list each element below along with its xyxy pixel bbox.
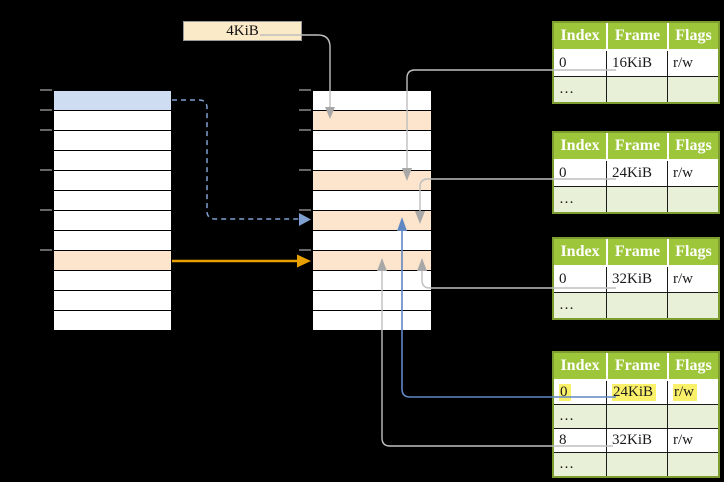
index-cell: … [559, 408, 574, 424]
column-header-index: Index [560, 27, 600, 44]
virtual-memory-row [54, 291, 171, 311]
column-header-flags: Flags [667, 353, 718, 379]
highlighted-value: 0 [559, 384, 571, 401]
physical-memory-row [313, 131, 431, 151]
column-header-flags: Flags [667, 23, 718, 49]
column-header-flags: Flags [667, 239, 718, 265]
virtual-memory-row [54, 251, 171, 271]
page-table-entry-row: 0 24KiB r/w [554, 381, 718, 404]
flags-cell [667, 405, 718, 428]
flags-cell [667, 453, 718, 476]
flags-cell: r/w [667, 381, 718, 404]
virtual-memory-row [54, 151, 171, 171]
frame-cell [606, 187, 667, 212]
physical-memory-row [313, 231, 431, 251]
virtual-memory-row [54, 311, 171, 330]
page-size-label: 4KiB [183, 21, 302, 41]
arrowhead-right-icon [297, 254, 311, 268]
physical-memory-row [313, 271, 431, 291]
physical-memory-row [313, 151, 431, 171]
flags-cell [667, 293, 718, 318]
index-cell: 0 [559, 55, 567, 71]
physical-memory-row [313, 91, 431, 111]
page-table-ellipsis-row: … [554, 452, 718, 476]
frame-cell: 16KiB [606, 51, 667, 76]
column-header-frame: Frame [606, 23, 667, 49]
frame-cell: 24KiB [606, 381, 667, 404]
highlighted-value: 24KiB [612, 384, 657, 401]
column-header-frame: Frame [606, 133, 667, 159]
virtual-memory-row [54, 111, 171, 131]
frame-cell [606, 453, 667, 476]
virtual-memory-row [54, 131, 171, 151]
physical-memory-row [313, 191, 431, 211]
arrowhead-right-icon [299, 213, 311, 226]
column-header-frame: Frame [606, 239, 667, 265]
column-header-index: Index [560, 243, 600, 260]
frame-cell [606, 293, 667, 318]
flags-cell: r/w [667, 429, 718, 452]
index-cell: … [559, 81, 574, 97]
index-cell: 0 [559, 165, 567, 181]
flags-cell [667, 187, 718, 212]
column-header-flags: Flags [667, 133, 718, 159]
flags-cell: r/w [667, 51, 718, 76]
column-header-index: Index [560, 357, 600, 374]
frame-cell: 24KiB [606, 161, 667, 186]
virtual-memory-row [54, 171, 171, 191]
physical-memory-row [313, 211, 431, 231]
index-cell: … [559, 456, 574, 472]
physical-memory-row [313, 111, 431, 131]
page-table-ellipsis-row: … [554, 76, 718, 102]
index-cell: … [559, 297, 574, 313]
virtual-memory-row [54, 271, 171, 291]
highlighted-value: r/w [673, 384, 697, 401]
arrow-dashed-vpage0-to-frame6 [172, 99, 299, 220]
physical-memory-column [312, 90, 432, 331]
flags-cell [667, 77, 718, 102]
left-column-tick-marks [40, 89, 52, 251]
virtual-memory-column [53, 90, 172, 331]
virtual-memory-row [54, 211, 171, 231]
column-header-index: Index [560, 137, 600, 154]
index-cell: 0 [554, 381, 606, 404]
physical-memory-row [313, 311, 431, 330]
physical-memory-row [313, 251, 431, 271]
frame-cell [606, 77, 667, 102]
index-cell: 0 [559, 271, 567, 287]
middle-column-tick-marks [299, 89, 311, 251]
virtual-memory-row [54, 91, 171, 111]
frame-cell: 32KiB [606, 267, 667, 292]
physical-memory-row [313, 291, 431, 311]
flags-cell: r/w [667, 161, 718, 186]
flags-cell: r/w [667, 267, 718, 292]
column-header-frame: Frame [606, 353, 667, 379]
virtual-memory-row [54, 191, 171, 211]
index-cell: … [559, 191, 574, 207]
page-table-ellipsis-row: … [554, 404, 718, 428]
page-table-ellipsis-row: … [554, 186, 718, 212]
physical-memory-row [313, 171, 431, 191]
frame-cell [606, 405, 667, 428]
page-table-ellipsis-row: … [554, 292, 718, 318]
index-cell: 8 [559, 432, 567, 448]
frame-cell: 32KiB [606, 429, 667, 452]
virtual-memory-row [54, 231, 171, 251]
